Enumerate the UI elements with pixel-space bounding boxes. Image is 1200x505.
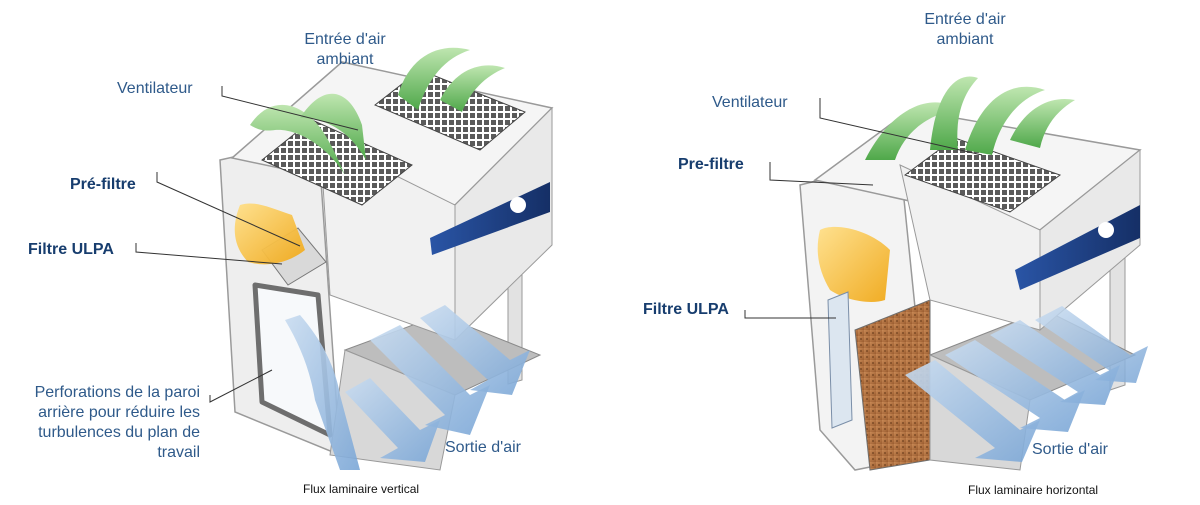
label-right-inlet: Entrée d'air ambiant [924, 11, 1006, 48]
horizontal-hood-intake-air [1010, 98, 1075, 148]
vertical-hood-outflow-arrow [345, 378, 440, 462]
vertical-hood-filtered-air [234, 203, 305, 265]
horizontal-hood [799, 76, 1148, 471]
vertical-hood [219, 47, 554, 471]
horizontal-hood-intake-air [865, 102, 960, 160]
horizontal-hood-front-face [899, 164, 1041, 331]
horizontal-hood-outflow-arrow [990, 320, 1120, 405]
caption-vertical-flow: Flux laminaire vertical [303, 482, 420, 496]
label-left-ulpa: Filtre ULPA [28, 241, 114, 258]
caption-horizontal-flow: Flux laminaire horizontal [968, 483, 1099, 497]
vertical-hood-logo-icon [510, 197, 526, 213]
label-right-fan: Ventilateur [712, 94, 788, 111]
leader-line-fan-right [819, 98, 983, 156]
vertical-hood-intake-air [398, 47, 470, 110]
horizontal-hood-intake-air [930, 76, 978, 150]
label-left-perforations: Perforations de la paroi arrière pour ré… [34, 384, 200, 461]
label-right-ulpa: Filtre ULPA [643, 301, 729, 318]
vertical-hood-outflow-arrow [370, 325, 490, 435]
vertical-hood-intake-air [300, 93, 366, 160]
horizontal-hood-logo-icon [1098, 222, 1114, 238]
vertical-hood-outflow-arrow [420, 305, 530, 395]
horizontal-hood-ulpa-filter [827, 291, 853, 429]
horizontal-hood-intake-grid [903, 137, 1062, 213]
horizontal-hood-filtered-air [817, 226, 890, 302]
vertical-hood-intake-air [250, 104, 345, 175]
horizontal-hood-outflow-arrow [905, 360, 1040, 462]
label-left-inlet: Entrée d'air ambiant [304, 31, 386, 68]
horizontal-hood-outflow-arrow [945, 340, 1085, 432]
label-right-outlet: Sortie d'air [1032, 441, 1108, 458]
leader-line-perforations-left [209, 369, 273, 403]
label-left-fan: Ventilateur [117, 80, 193, 97]
leader-line-ulpa-right [744, 310, 836, 319]
leader-line-ulpa-left [135, 243, 283, 265]
horizontal-hood-intake-air [965, 86, 1045, 155]
leader-line-fan-left [221, 86, 359, 131]
vertical-hood-intake-air [440, 65, 505, 112]
leader-line-prefilter-left [156, 172, 301, 247]
label-left-prefilter: Pré-filtre [70, 176, 136, 193]
label-left-outlet: Sortie d'air [445, 439, 521, 456]
horizontal-hood-outflow-arrow [1035, 306, 1148, 383]
label-right-prefilter: Pre-filtre [678, 156, 744, 173]
vertical-hood-outflow-arrow [285, 315, 360, 470]
leader-line-prefilter-right [769, 162, 874, 186]
leader-lines [135, 86, 983, 403]
